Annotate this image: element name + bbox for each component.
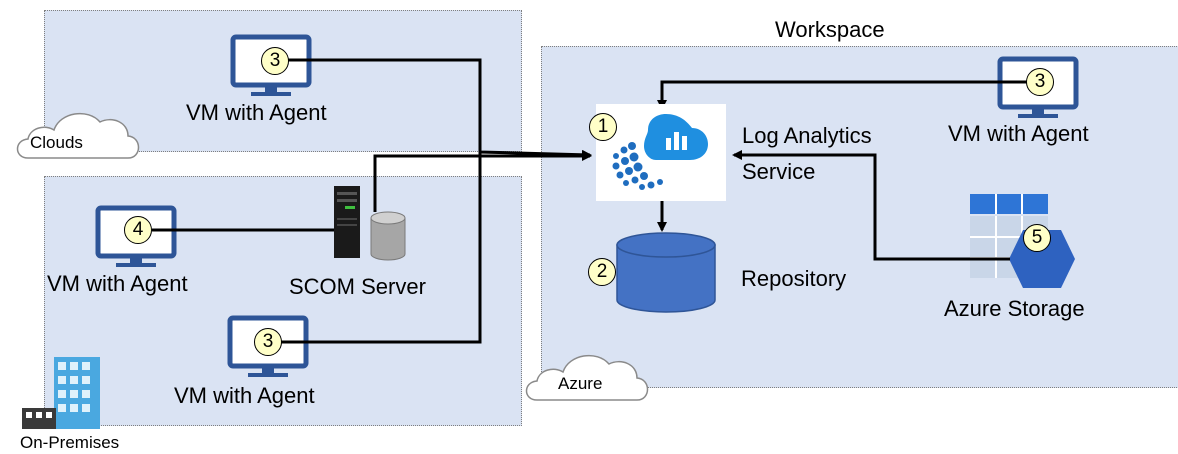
azure-vm-to-log-analytics-connector bbox=[657, 80, 1040, 110]
log-analytics-label-line1: Log Analytics bbox=[742, 123, 872, 148]
azure-storage-label: Azure Storage bbox=[944, 296, 1085, 321]
log-analytics-logo-icon bbox=[612, 114, 708, 190]
clouds-cloud-icon bbox=[16, 112, 140, 159]
scom-server-label: SCOM Server bbox=[289, 274, 426, 299]
scom-to-log-analytics-connector bbox=[373, 151, 592, 212]
log-analytics-tile bbox=[596, 104, 726, 201]
workspace-title: Workspace bbox=[775, 17, 885, 42]
storage-to-log-analytics-connector bbox=[732, 150, 1010, 261]
log-analytics-label-line2: Service bbox=[742, 159, 816, 184]
onprem-direct-vm-label: VM with Agent bbox=[174, 383, 315, 408]
scom-server-tower-icon bbox=[334, 186, 360, 258]
cloud-vm-to-log-analytics-connector bbox=[288, 58, 592, 160]
azure-vm-badge: 3 bbox=[1026, 68, 1054, 96]
azure-storage-badge: 5 bbox=[1023, 224, 1051, 252]
building-icon bbox=[22, 357, 100, 429]
repository-database-icon bbox=[616, 232, 716, 313]
cloud-vm-label: VM with Agent bbox=[186, 100, 327, 125]
connectors bbox=[152, 58, 1040, 344]
clouds-label: Clouds bbox=[30, 133, 83, 152]
azure-cloud-icon bbox=[525, 354, 649, 401]
azure-vm-label: VM with Agent bbox=[948, 121, 1089, 146]
log-analytics-badge: 1 bbox=[589, 113, 617, 141]
on-premises-label: On-Premises bbox=[20, 433, 120, 452]
scom-server-storage-icon bbox=[370, 211, 406, 261]
repository-badge: 2 bbox=[588, 258, 616, 286]
onprem-scom-vm-label: VM with Agent bbox=[47, 271, 188, 296]
onprem-vm-to-log-analytics-connector bbox=[281, 152, 482, 344]
azure-label: Azure bbox=[558, 374, 603, 393]
repository-label: Repository bbox=[741, 266, 847, 291]
cloud-vm-badge: 3 bbox=[261, 47, 289, 75]
onprem-scom-vm-badge: 4 bbox=[124, 216, 152, 244]
onprem-direct-vm-badge: 3 bbox=[254, 328, 282, 356]
